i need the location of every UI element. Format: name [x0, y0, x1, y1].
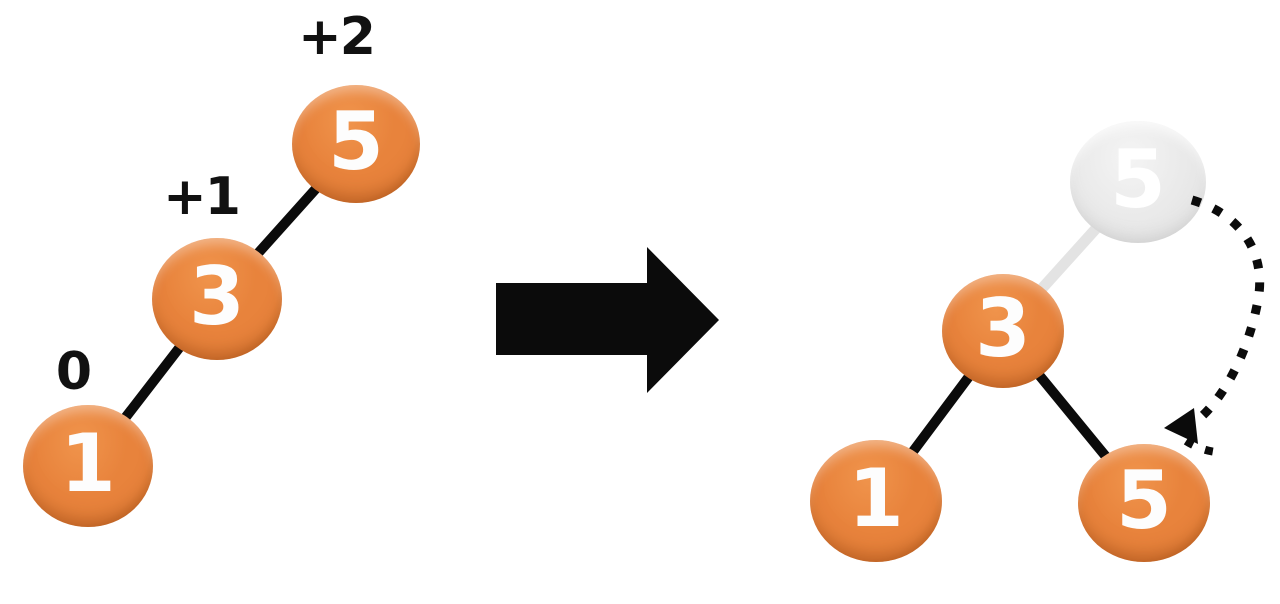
left-edge-1-3 — [83, 294, 222, 471]
left-edge-3-5 — [212, 139, 361, 304]
transform-arrow-icon — [496, 247, 719, 393]
right-edge-3-1 — [871, 326, 1008, 506]
right-edge-3-5 — [998, 326, 1149, 508]
ghost-edge-3-5 — [1004, 176, 1144, 330]
